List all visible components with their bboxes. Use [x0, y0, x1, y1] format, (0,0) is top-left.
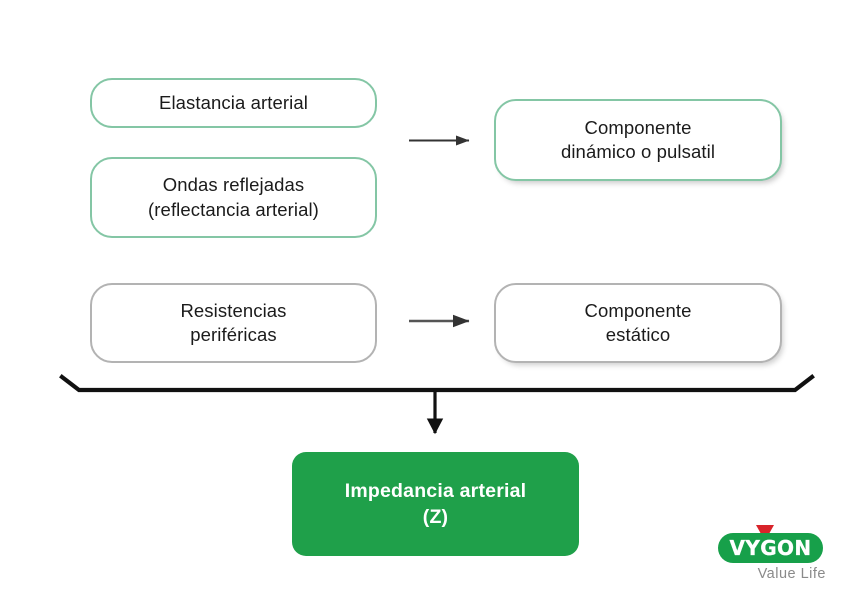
node-componente-estatico: Componente estático	[494, 283, 782, 363]
vygon-wordmark: VYGON	[729, 536, 812, 560]
node-resistencias-perifericas: Resistencias periféricas	[90, 283, 377, 363]
node-componente-dinamico: Componente dinámico o pulsatil	[494, 99, 782, 181]
node-impedancia-arterial: Impedancia arterial (Z)	[292, 452, 579, 556]
vygon-tagline: Value Life	[757, 566, 826, 582]
vygon-logo: VYGON Value Life	[712, 520, 832, 586]
node-ondas-reflejadas: Ondas reflejadas (reflectancia arterial)	[90, 157, 377, 238]
grouping-bracket	[59, 374, 815, 393]
vygon-logo-pill	[718, 533, 823, 563]
node-elastancia-arterial: Elastancia arterial	[90, 78, 377, 128]
